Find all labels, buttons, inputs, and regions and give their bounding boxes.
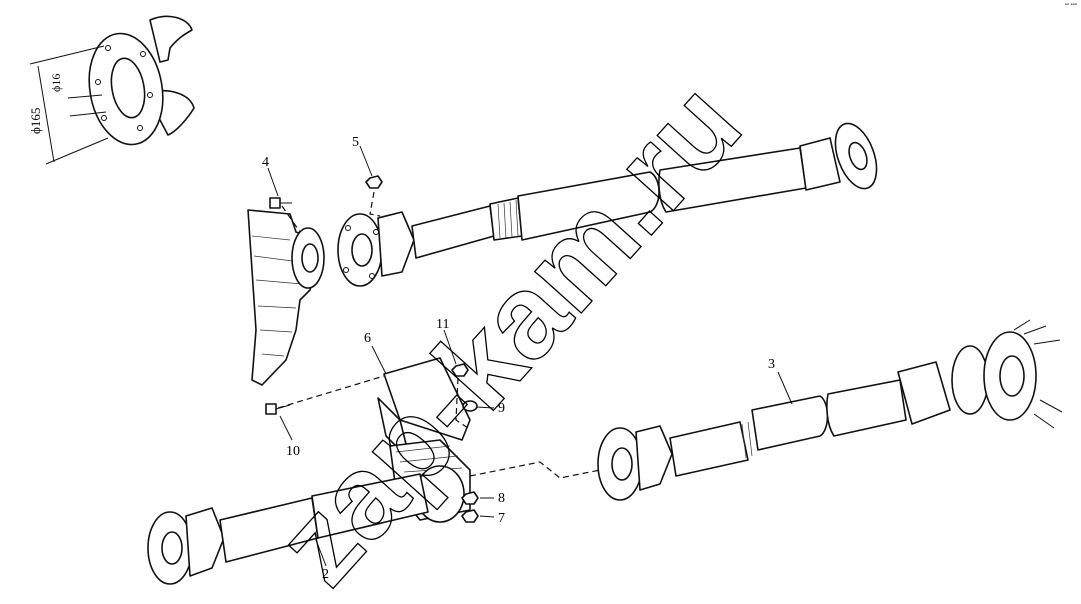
rear-propeller-shaft <box>597 319 1063 501</box>
assembly-line-support <box>277 375 601 479</box>
assembly-line-upper <box>281 191 381 233</box>
callout-10: 10 <box>286 444 300 459</box>
corner-mark: ▪▪ ▪▪▪ <box>1064 2 1077 8</box>
watermark: zap-kam.ru <box>251 58 766 599</box>
flange-yoke-detail <box>29 15 195 165</box>
nut-8-bolt-7 <box>461 491 479 523</box>
callout-4: 4 <box>262 155 269 170</box>
intermediate-support-bracket <box>377 357 471 523</box>
callout-11: 11 <box>436 317 449 332</box>
callout-9: 9 <box>498 401 505 416</box>
bolt-10 <box>265 403 291 415</box>
callout-5: 5 <box>352 135 359 150</box>
bolt-4 <box>267 167 292 209</box>
dim-bolt-label: ϕ16 <box>49 74 63 92</box>
lower-front-shaft <box>147 473 429 585</box>
callout-2: 2 <box>322 567 329 582</box>
callout-7: 7 <box>498 511 505 526</box>
nut-5 <box>359 145 383 189</box>
callout-3: 3 <box>768 357 775 372</box>
washer-9 <box>462 400 478 412</box>
gearbox-housing <box>247 209 325 386</box>
upper-propeller-shaft <box>337 122 878 287</box>
callout-8: 8 <box>498 491 505 506</box>
callout-6: 6 <box>364 331 371 346</box>
dim-outer-label: ϕ165 <box>28 108 43 134</box>
nut-11 <box>443 329 469 377</box>
